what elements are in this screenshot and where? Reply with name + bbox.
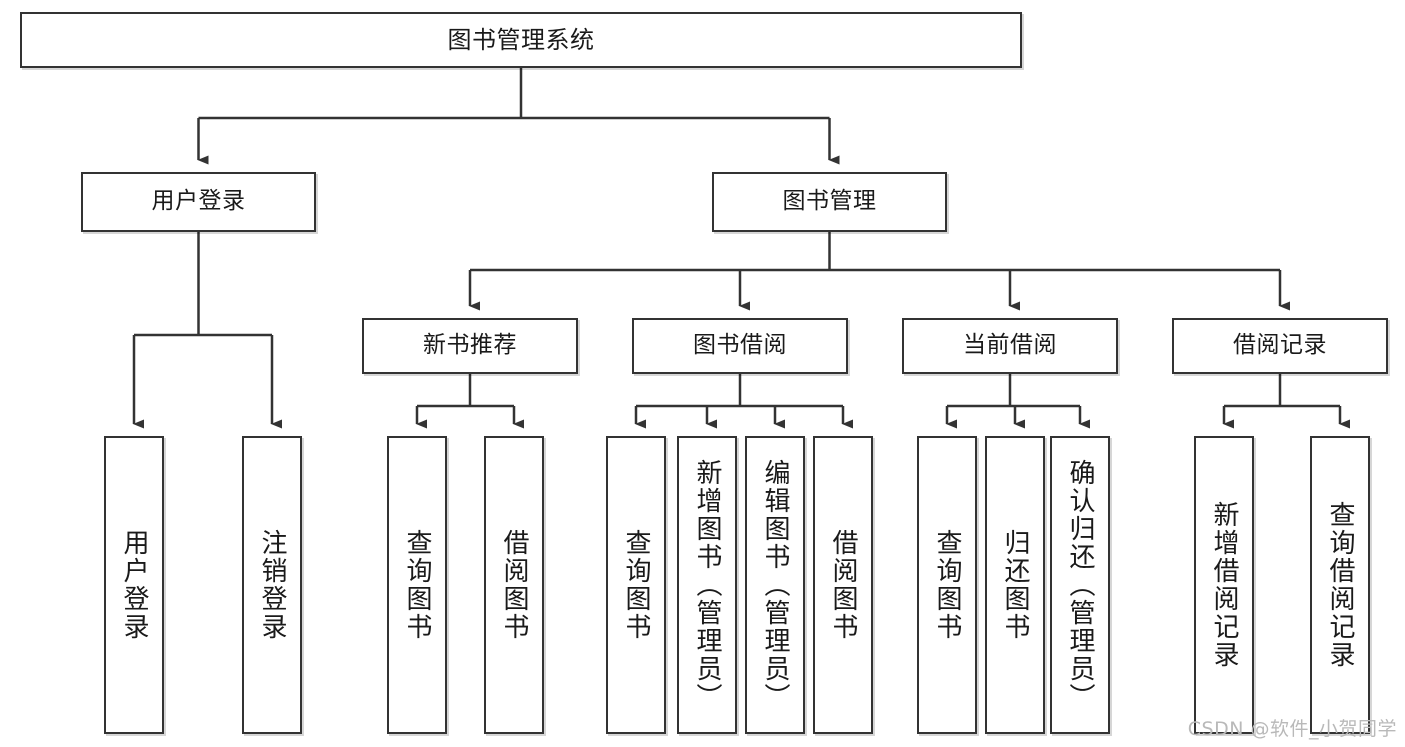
node-label: 查询借阅记录 — [1325, 501, 1356, 669]
node-l_confirm[interactable]: 确认归还（管理员） — [1050, 436, 1110, 734]
node-label: 借阅图书 — [499, 529, 530, 641]
node-root[interactable]: 图书管理系统 — [20, 12, 1022, 68]
node-l_b2[interactable]: 借阅图书 — [813, 436, 873, 734]
node-label: 图书借阅 — [693, 332, 787, 359]
node-l_qrec[interactable]: 查询借阅记录 — [1310, 436, 1370, 734]
node-l_q2[interactable]: 查询图书 — [606, 436, 666, 734]
node-l_edit[interactable]: 编辑图书（管理员） — [745, 436, 805, 734]
node-label: 用户登录 — [119, 529, 150, 641]
node-label: 当前借阅 — [963, 332, 1057, 359]
node-label: 查询图书 — [621, 529, 652, 641]
node-l_return[interactable]: 归还图书 — [985, 436, 1045, 734]
node-n_cur[interactable]: 当前借阅 — [902, 318, 1118, 374]
node-label: 编辑图书（管理员） — [760, 459, 791, 711]
node-n_bookmg[interactable]: 图书管理 — [712, 172, 947, 232]
node-label: 确认归还（管理员） — [1065, 459, 1096, 711]
watermark-label: CSDN @软件_小贺同学 — [1187, 718, 1397, 740]
node-label: 新书推荐 — [423, 332, 517, 359]
node-label: 注销登录 — [257, 529, 288, 641]
node-label: 图书管理 — [782, 188, 877, 215]
node-l_q3[interactable]: 查询图书 — [917, 436, 977, 734]
node-l_logout[interactable]: 注销登录 — [242, 436, 302, 734]
node-label: 图书管理系统 — [447, 25, 595, 54]
node-label: 查询图书 — [402, 529, 433, 641]
node-l_userlogin[interactable]: 用户登录 — [104, 436, 164, 734]
node-l_q1[interactable]: 查询图书 — [387, 436, 447, 734]
node-label: 查询图书 — [932, 529, 963, 641]
node-n_borrow[interactable]: 图书借阅 — [632, 318, 848, 374]
node-label: 新增图书（管理员） — [692, 459, 723, 711]
node-n_newrec[interactable]: 新书推荐 — [362, 318, 578, 374]
node-l_add[interactable]: 新增图书（管理员） — [677, 436, 737, 734]
node-label: 用户登录 — [151, 188, 246, 215]
node-label: 归还图书 — [1000, 529, 1031, 641]
node-label: 借阅记录 — [1233, 332, 1327, 359]
node-l_b1[interactable]: 借阅图书 — [484, 436, 544, 734]
node-l_addrec[interactable]: 新增借阅记录 — [1194, 436, 1254, 734]
node-label: 新增借阅记录 — [1209, 501, 1240, 669]
node-n_login[interactable]: 用户登录 — [81, 172, 316, 232]
node-n_hist[interactable]: 借阅记录 — [1172, 318, 1388, 374]
node-label: 借阅图书 — [828, 529, 859, 641]
